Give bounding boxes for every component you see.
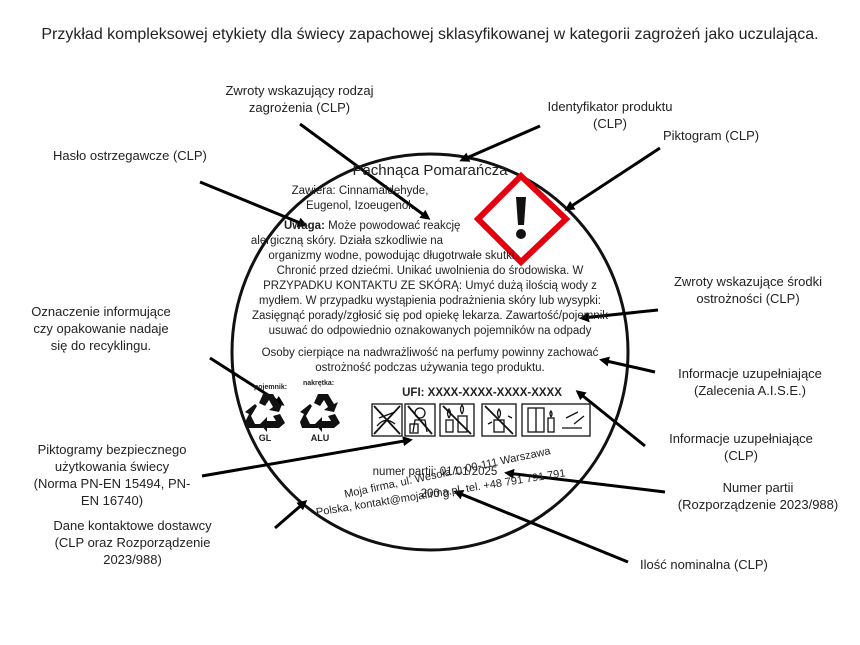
ufi-code: UFI: XXXX-XXXX-XXXX-XXXX — [402, 387, 562, 399]
arrow-supplementary-aise — [599, 356, 656, 374]
signal-word: Uwaga: — [284, 220, 325, 232]
label-circle — [230, 152, 630, 552]
container-code: 70 — [261, 406, 269, 412]
callout-batch: Numer partii (Rozporządzenie 2023/988) — [677, 480, 839, 512]
contains-text: Zawiera: Cinnamaldehyde, Eugenol, Izoeug… — [291, 185, 429, 212]
arrow-precautionary — [579, 308, 659, 323]
arrow-hazard-statements — [299, 122, 431, 220]
callout-recycling: Oznaczenie informujące czy opakowanie na… — [31, 304, 171, 353]
callout-nominal: Ilość nominalna (CLP) — [640, 557, 768, 572]
cap-material: ALU — [310, 433, 330, 443]
callout-safe-use: Piktogramy bezpiecznego użytkowania świe… — [33, 442, 191, 508]
container-label: pojemnik: — [254, 384, 288, 391]
arrow-supplier — [274, 500, 308, 530]
arrow-supplementary-clp — [575, 390, 646, 448]
callout-pictogram: Piktogram (CLP) — [663, 128, 760, 143]
container-material: GL — [258, 433, 272, 443]
callout-arrows — [199, 122, 666, 564]
callout-product-id: Identyfikator produktu (CLP) — [547, 99, 673, 131]
callout-supplier: Dane kontaktowe dostawcy (CLP oraz Rozpo… — [53, 518, 212, 567]
recycling-icon — [300, 394, 340, 432]
distance-between-candles-icon — [521, 403, 591, 437]
arrow-batch — [504, 468, 666, 494]
arrow-pictogram — [564, 146, 661, 211]
no-pets-icon — [481, 403, 517, 437]
arrow-safe-use — [201, 436, 413, 478]
callout-supplementary-aise: Informacje uzupełniające (Zalecenia A.I.… — [678, 366, 822, 398]
cap-code: 41 — [316, 406, 324, 412]
callout-signal-word: Hasło ostrzegawcze (CLP) — [53, 148, 207, 163]
nominal-quantity: 200 g — [420, 488, 450, 500]
keep-from-children-icon — [404, 403, 436, 437]
callout-supplementary-clp: Informacje uzupełniające (CLP) — [669, 431, 813, 463]
arrow-signal-word — [199, 180, 308, 227]
hazard-precautionary-text: alergiczną skóry. Działa szkodliwie na o… — [250, 235, 609, 337]
arrow-nominal — [453, 490, 629, 564]
batch-number: numer partii: 01/01/2025 — [372, 466, 498, 478]
exclamation-mark-pictogram — [473, 171, 571, 267]
callout-hazard-statements: Zwroty wskazujący rodzaj zagrożenia (CLP… — [225, 83, 374, 115]
aise-text: Osoby cierpiące na nadwrażliwość na perf… — [261, 347, 599, 374]
hazard-first-line: Uwaga: Może powodować reakcję — [284, 220, 461, 232]
recycling-icon — [245, 394, 285, 432]
page-title: Przykład kompleksowej etykiety dla świec… — [41, 26, 819, 43]
cap-label: nakrętka: — [303, 380, 335, 387]
arrow-product-id — [459, 124, 541, 162]
no-flammable-icon — [439, 403, 475, 437]
callout-precautionary: Zwroty wskazujące środki ostrożności (CL… — [673, 274, 823, 306]
product-name: Pachnąca Pomarańcza — [352, 162, 508, 179]
no-draft-icon — [371, 403, 403, 437]
